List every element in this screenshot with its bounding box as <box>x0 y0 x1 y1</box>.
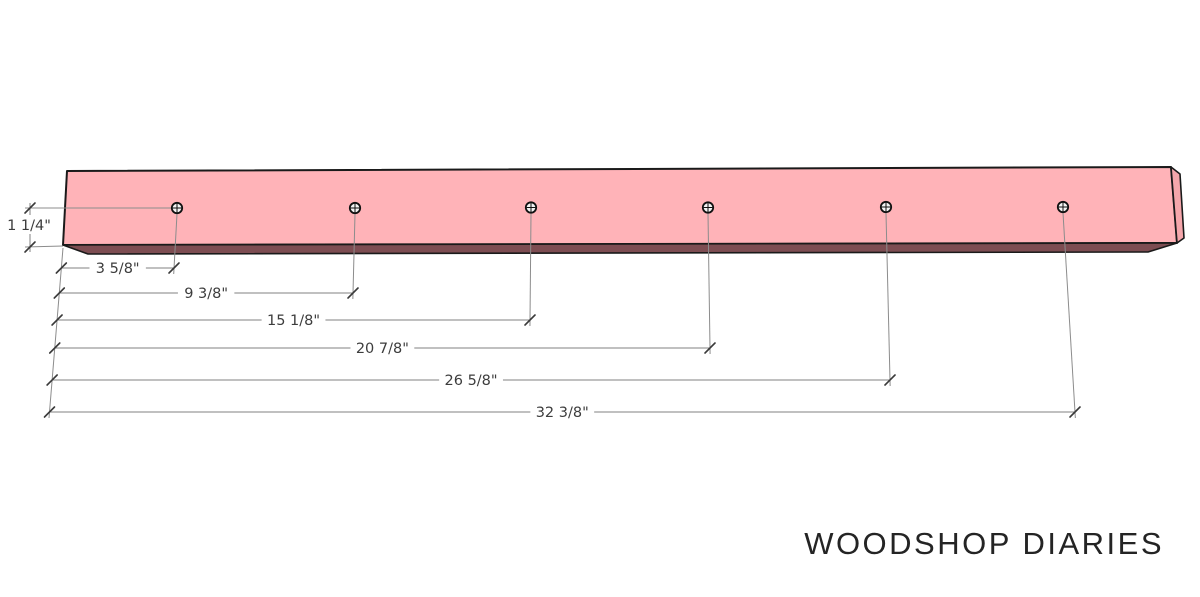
dimension-label: 9 3/8" <box>184 286 228 302</box>
dimension-tick <box>1069 406 1081 418</box>
board-front-face <box>62 166 1178 246</box>
hole-marker-icon <box>1056 200 1070 214</box>
edge-offset-label: 1 1/4" <box>7 218 51 234</box>
dimension-tick <box>704 342 716 354</box>
dimension-tick <box>55 262 68 274</box>
dimension-label: 3 5/8" <box>96 261 140 277</box>
hole-extension-line <box>173 213 178 275</box>
hole-extension-line <box>352 213 356 300</box>
hole-extension-line <box>707 213 711 355</box>
dimension-tick <box>53 287 66 299</box>
hole-marker-icon <box>879 200 893 214</box>
left-extension-line <box>48 247 64 419</box>
edge-offset-label-gap <box>7 215 53 234</box>
hole-marker-icon <box>524 201 538 214</box>
hole-extension-line <box>1062 212 1076 419</box>
board-bottom-edge <box>62 242 1178 255</box>
dimension-tick <box>43 406 56 418</box>
dimension-tick <box>347 287 359 299</box>
hole-marker-icon <box>170 201 184 215</box>
hole-marker-icon <box>701 201 715 214</box>
dimension-tick <box>524 314 536 326</box>
watermark-text: WOODSHOP DIARIES <box>804 526 1164 561</box>
hole-marker-icon <box>348 201 362 215</box>
dimension-tick <box>168 262 180 274</box>
dimension-label-gap <box>89 259 146 277</box>
hole-extension-line <box>529 213 532 327</box>
hole-extension-line <box>885 212 891 387</box>
edge-offset-extension-bottom <box>24 245 64 248</box>
dimension-label: 26 5/8" <box>445 373 498 389</box>
dimension-tick <box>884 374 896 386</box>
dimension-label: 15 1/8" <box>267 313 320 329</box>
dimension-label-gap <box>439 371 503 389</box>
dimension-label-gap <box>177 284 235 302</box>
dimension-label-gap <box>261 311 326 329</box>
dimension-tick <box>24 241 36 253</box>
dimension-label-gap <box>530 403 595 421</box>
dimension-label: 32 3/8" <box>536 405 589 421</box>
dimension-label: 20 7/8" <box>356 341 409 357</box>
dimension-tick <box>46 374 58 386</box>
dimension-tick <box>51 314 63 326</box>
dimension-tick <box>24 202 36 214</box>
dimension-label-gap <box>350 339 415 357</box>
board-end-face <box>1170 166 1185 244</box>
dimension-tick <box>48 342 61 354</box>
